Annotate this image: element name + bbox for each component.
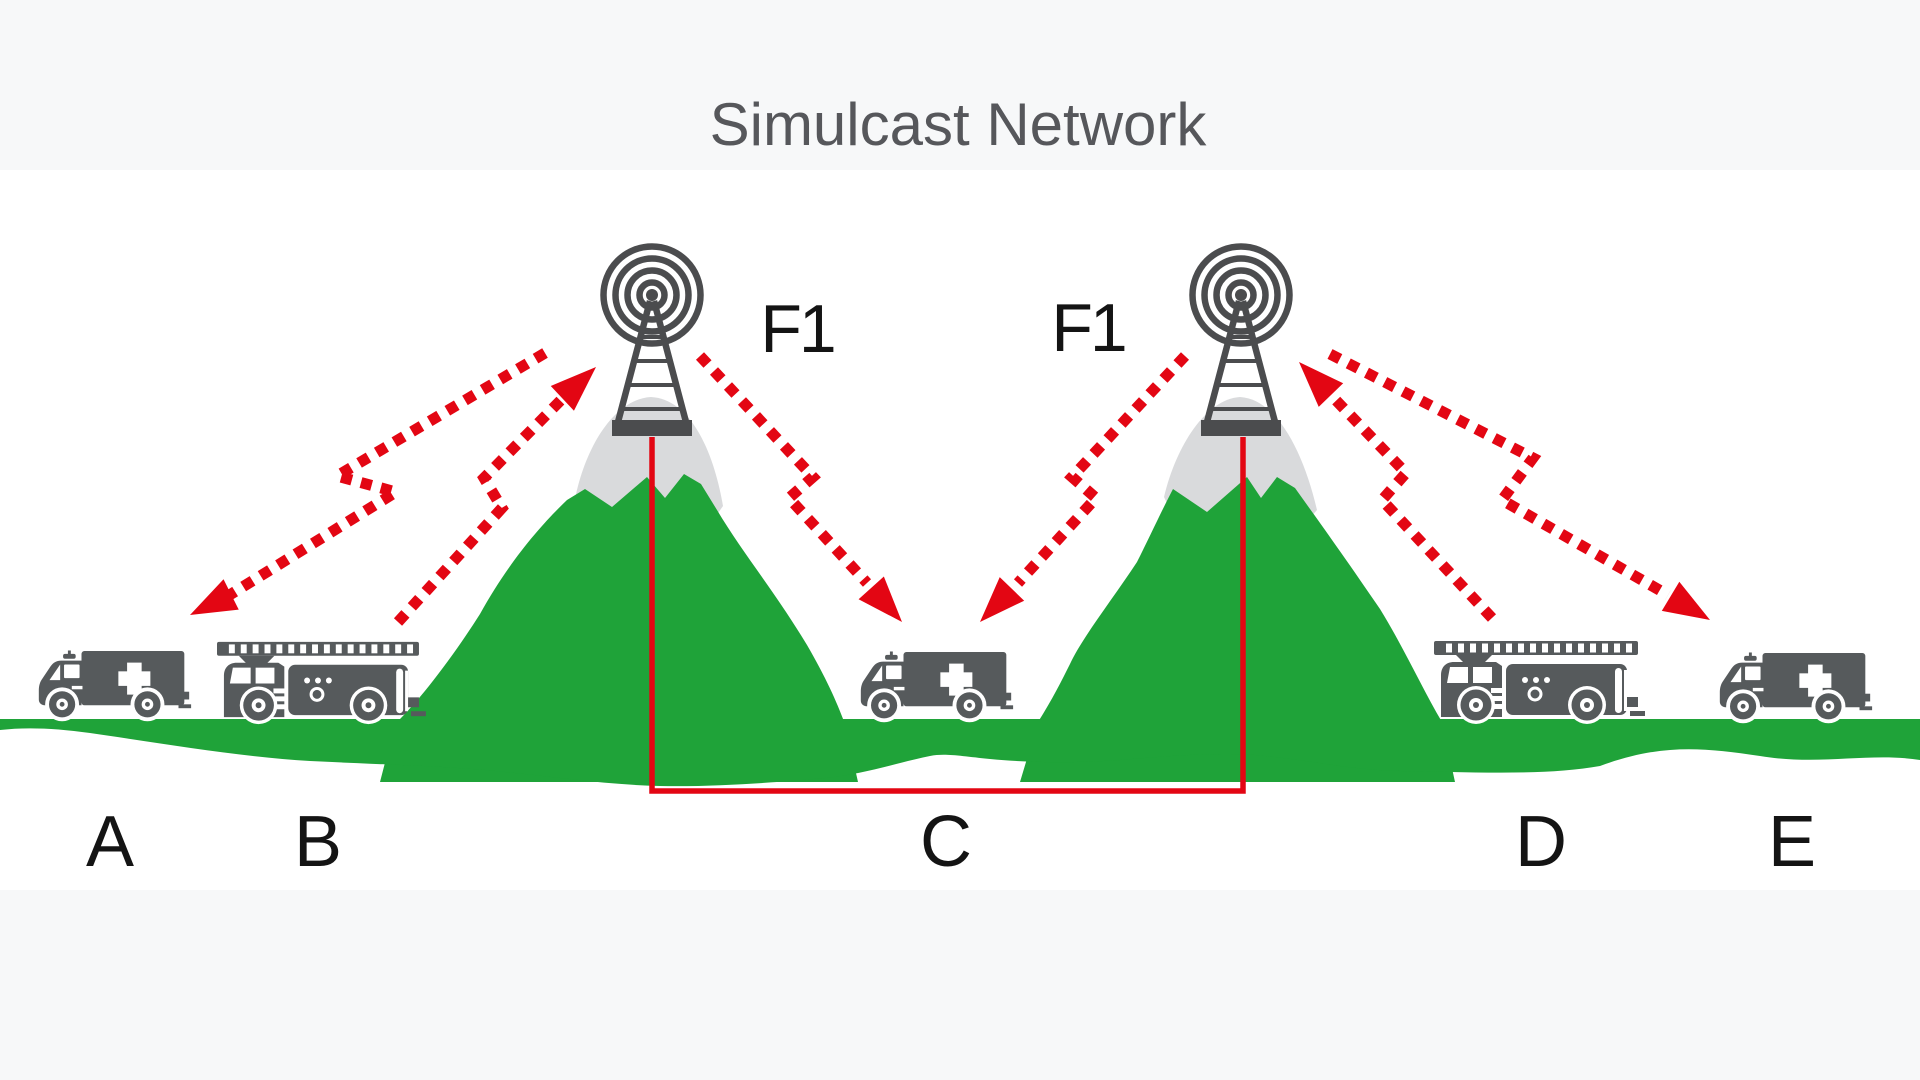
signal-paths <box>225 348 1671 626</box>
background-top-band <box>0 0 1920 170</box>
arrowhead-toward-e <box>1661 581 1719 635</box>
ambulance-icon-a <box>38 650 192 722</box>
ambulance-icon-e <box>1719 652 1873 724</box>
signal-path-tower2-to-c <box>1013 352 1190 587</box>
background-bottom-band <box>0 890 1920 1080</box>
ambulance-icon-c <box>860 651 1014 723</box>
radio-tower-icon-right <box>1193 247 1290 437</box>
signal-path-tower1-to-a <box>225 348 548 601</box>
arrowhead-toward-a <box>182 579 239 631</box>
tower-link-line <box>649 437 1246 794</box>
radio-tower-icon-left <box>604 247 701 437</box>
ground-terrain <box>0 719 1920 787</box>
signal-path-b-to-tower1 <box>393 391 570 626</box>
vehicle-label-b: B <box>294 802 342 882</box>
right-mountain <box>1020 477 1455 782</box>
left-mountain <box>380 474 858 782</box>
frequency-label-right: F1 <box>1051 290 1125 366</box>
vehicle-label-c: C <box>920 802 972 882</box>
vehicle-label-e: E <box>1768 802 1816 882</box>
vehicle-label-a: A <box>86 802 134 882</box>
signal-path-tower2-to-e <box>1327 349 1671 600</box>
signal-path-tower1-to-c <box>695 352 872 587</box>
signal-path-d-to-tower2 <box>1322 386 1497 622</box>
arrowhead-toward-c-right <box>967 577 1025 634</box>
fire-truck-icon-d <box>1432 639 1647 726</box>
diagram-title: Simulcast Network <box>710 91 1208 158</box>
fire-truck-icon-b <box>215 640 428 726</box>
vehicle-label-d: D <box>1515 802 1567 882</box>
arrowhead-toward-c-left <box>858 576 915 634</box>
signal-arrowheads <box>182 350 1719 635</box>
frequency-label-left: F1 <box>760 291 834 367</box>
